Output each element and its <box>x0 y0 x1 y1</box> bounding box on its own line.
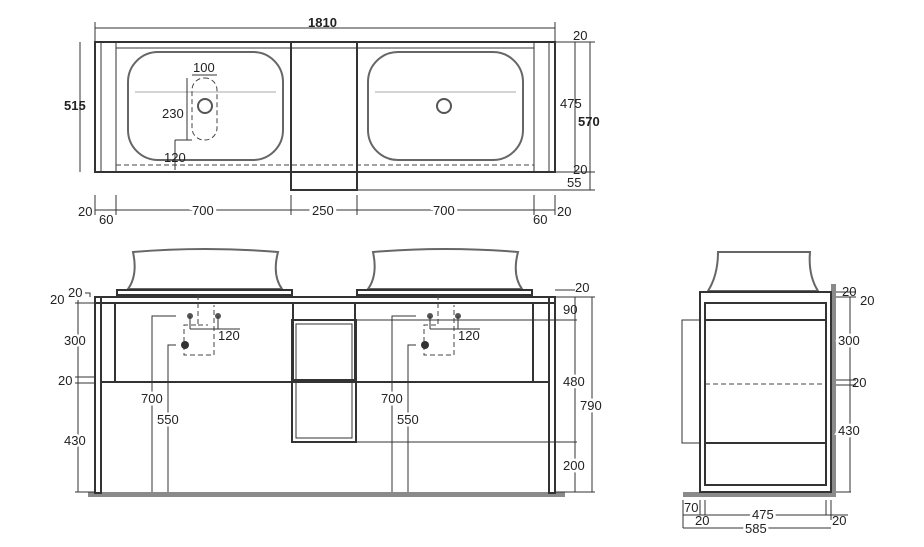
dim-lower: 430 <box>64 433 86 448</box>
dim-overhang: 55 <box>567 175 581 190</box>
front-view: 120 120 700 550 700 550 20 20 300 20 430… <box>50 248 604 497</box>
dim-shelf: 20 <box>58 373 72 388</box>
side-dim-inner: 475 <box>752 507 774 522</box>
dim-tap-spacing-right: 120 <box>458 328 480 343</box>
side-dim-side-left: 20 <box>695 513 709 528</box>
side-dim-total-depth: 585 <box>745 521 767 536</box>
dim-edge-bottom: 20 <box>573 162 587 177</box>
dim-basin-left: 700 <box>192 203 214 218</box>
side-dim-upper: 300 <box>838 333 860 348</box>
dim-depth-left: 515 <box>64 98 86 113</box>
dim-center: 250 <box>312 203 334 218</box>
side-dim-side-right: 20 <box>832 513 846 528</box>
side-dim-shelf: 20 <box>852 375 866 390</box>
dim-supply-height-right: 700 <box>381 391 403 406</box>
side-view: 20 20 300 20 430 70 20 475 20 585 <box>681 251 874 539</box>
dim-top-left-a: 20 <box>68 285 82 300</box>
dim-overall-width: 1810 <box>308 15 337 30</box>
dim-total-height: 790 <box>580 398 602 413</box>
dim-drain-height-left: 550 <box>157 412 179 427</box>
dim-niche-bottom: 200 <box>563 458 585 473</box>
dim-hole-offset: 120 <box>164 150 186 165</box>
side-dim-top-b: 20 <box>860 293 874 308</box>
side-dim-top-a: 20 <box>842 284 856 299</box>
dim-hole-width: 100 <box>193 60 215 75</box>
dim-top-left-b: 20 <box>50 292 64 307</box>
top-view: 1810 515 20 475 570 20 55 100 230 120 20… <box>64 15 600 227</box>
basin-left <box>127 51 284 161</box>
dim-top-right: 20 <box>575 280 589 295</box>
dim-tap-spacing-left: 120 <box>218 328 240 343</box>
dim-depth-right: 570 <box>578 114 600 129</box>
dim-panel-left: 60 <box>99 212 113 227</box>
dim-niche-height: 480 <box>563 374 585 389</box>
side-dim-lower: 430 <box>838 423 860 438</box>
dim-upper: 300 <box>64 333 86 348</box>
dim-niche-top: 90 <box>563 302 577 317</box>
dim-inner-depth: 475 <box>560 96 582 111</box>
dim-edge-top: 20 <box>573 28 587 43</box>
side-dim-drawer-depth: 70 <box>684 500 698 515</box>
dim-side-left: 20 <box>78 204 92 219</box>
dim-hole-height: 230 <box>162 106 184 121</box>
dim-drain-height-right: 550 <box>397 412 419 427</box>
dim-panel-right: 60 <box>533 212 547 227</box>
dim-basin-right: 700 <box>433 203 455 218</box>
dim-supply-height-left: 700 <box>141 391 163 406</box>
basin-right <box>367 51 524 161</box>
dim-side-right: 20 <box>557 204 571 219</box>
